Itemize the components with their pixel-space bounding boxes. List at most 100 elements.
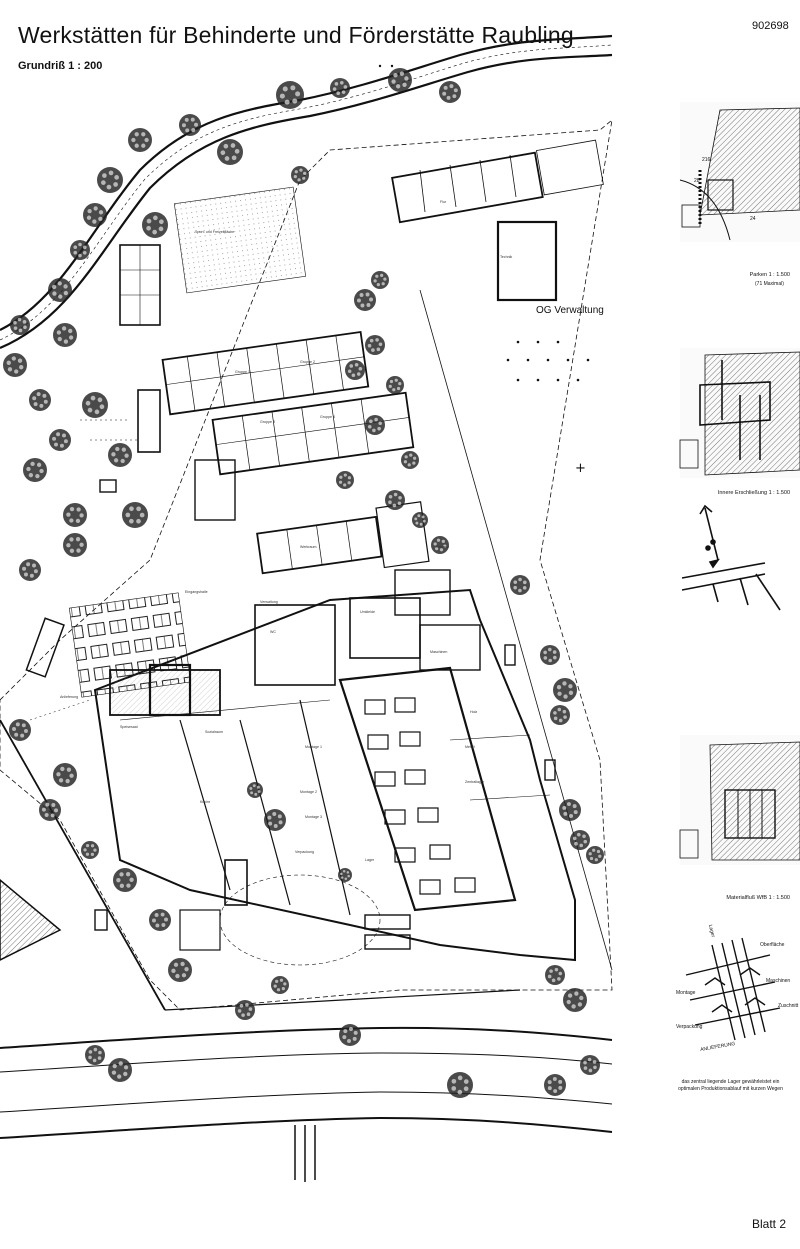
og-verwaltung-label: OG Verwaltung: [536, 305, 604, 316]
flow-label-machines: Maschinen: [766, 978, 791, 984]
tree: [365, 415, 385, 435]
tree: [545, 965, 565, 985]
flow-description-1: das zentral liegende Lager gewährleistet…: [681, 1079, 780, 1085]
room-label: Eingangshalle: [185, 590, 208, 594]
tree: [10, 315, 30, 335]
room-label: Anlieferung: [60, 695, 79, 699]
parking-number-a: 216: [702, 157, 711, 163]
tree: [540, 645, 560, 665]
room-label: Montage 3: [305, 815, 322, 819]
material-flow-sketch: [685, 937, 781, 1041]
tree: [330, 78, 350, 98]
room-label: Umkleide: [360, 610, 375, 614]
tree: [345, 360, 365, 380]
circulation-sketch: [681, 504, 781, 611]
flow-description-2: optimalen Produktionsablauf mit kurzen W…: [678, 1086, 783, 1092]
group-house: [119, 244, 161, 326]
tree: [291, 166, 309, 184]
sports-field: [173, 186, 307, 294]
tree: [217, 139, 243, 165]
room-label: Gruppe 2: [300, 360, 315, 364]
room-label: WC: [270, 630, 276, 634]
flow-label-cut: Zuschnitt: [778, 1003, 799, 1009]
tree: [371, 271, 389, 289]
parking-number-c: 24: [750, 216, 756, 222]
tree: [70, 240, 90, 260]
room-label: Metall: [465, 745, 475, 749]
tree: [85, 1045, 105, 1065]
turning-circle: [219, 874, 381, 966]
scale-label: Grundriß 1 : 200: [18, 60, 103, 72]
circulation-caption: Innere Erschließung 1 : 1.500: [717, 490, 790, 496]
tree: [412, 512, 428, 528]
material-caption: Materialfluß WfB 1 : 1.500: [726, 895, 790, 901]
tree: [83, 203, 107, 227]
flow-label-assembly: Montage: [676, 990, 696, 996]
room-label: Montage 1: [305, 745, 322, 749]
trucks: [94, 479, 556, 950]
room-label: Verwaltung: [260, 600, 278, 604]
parking-caption: Parken 1 : 1.500: [749, 272, 790, 278]
trees-layer: [3, 68, 604, 1098]
tree: [63, 503, 87, 527]
tree: [3, 353, 27, 377]
tree: [559, 799, 581, 821]
tree: [550, 705, 570, 725]
tree: [354, 289, 376, 311]
tree: [82, 392, 108, 418]
circulation-diagram: [679, 348, 800, 478]
tree: [23, 458, 47, 482]
svg-text:+: +: [575, 461, 586, 476]
tree: [168, 958, 192, 982]
tree: [149, 909, 171, 931]
tree: [247, 782, 263, 798]
tree: [586, 846, 604, 864]
room-label: Maschinen: [430, 650, 448, 654]
flow-label-surface: Oberfläche: [760, 942, 785, 948]
tree: [81, 841, 99, 859]
tree: [401, 451, 419, 469]
room-label: Zentrallager: [465, 780, 485, 784]
tree: [235, 1000, 255, 1020]
tree: [563, 988, 587, 1012]
admin-wing: [391, 139, 604, 302]
tree: [388, 68, 412, 92]
room-label: Gruppe 4: [320, 415, 335, 419]
production-hall: [93, 569, 576, 962]
page-title: Werkstätten für Behinderte und Förderstä…: [18, 22, 574, 48]
neighbouring-building: [0, 879, 62, 961]
tree: [39, 799, 61, 821]
tree: [48, 278, 72, 302]
tree: [53, 763, 77, 787]
room-label: Montage 2: [300, 790, 317, 794]
tree: [439, 81, 461, 103]
tree: [97, 167, 123, 193]
room-label: Küche: [200, 800, 211, 804]
room-label: Sport- und Freizeitfläche: [195, 230, 235, 234]
tree: [179, 114, 201, 136]
room-label: Speisesaal: [120, 725, 138, 729]
parking-diagram: [679, 102, 800, 242]
tree: [9, 719, 31, 741]
tree: [386, 376, 404, 394]
tree: [128, 128, 152, 152]
tree: [142, 212, 168, 238]
parking-number-b: 28: [694, 178, 700, 184]
tree: [49, 429, 71, 451]
tree: [108, 1058, 132, 1082]
room-label: Gruppe 1: [235, 370, 250, 374]
tree: [264, 809, 286, 831]
tree: [336, 471, 354, 489]
tree: [53, 323, 77, 347]
tree: [553, 678, 577, 702]
tree: [431, 536, 449, 554]
site-boundary: [0, 119, 613, 1011]
tree: [19, 559, 41, 581]
room-label: Verpackung: [295, 850, 314, 854]
tree: [385, 490, 405, 510]
tree: [339, 1024, 361, 1046]
tree: [108, 443, 132, 467]
tree: [63, 533, 87, 557]
parking-note: (71 Maximal): [755, 281, 784, 287]
